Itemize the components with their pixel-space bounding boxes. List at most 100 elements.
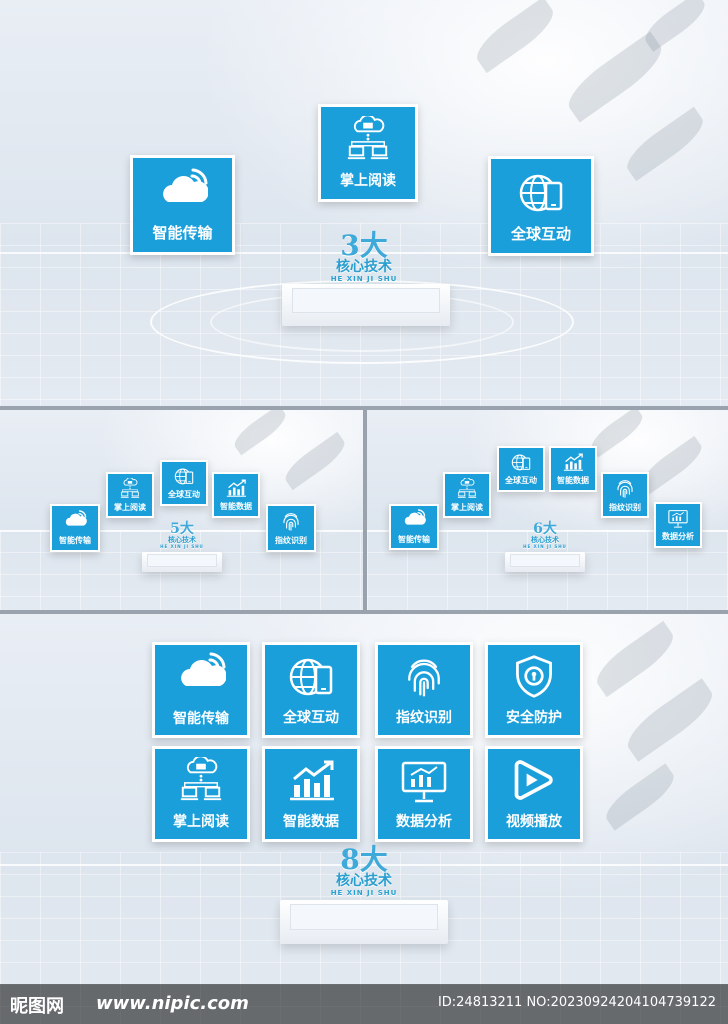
tile-label: 数据分析 (396, 814, 452, 830)
tile-label: 掌上阅读 (340, 173, 396, 189)
panel-6-tech: 智能传输 掌上阅读 全球互动 智能数据 指纹识别 数据分析 6大 核心技术 HE… (367, 410, 728, 610)
pedestal (282, 284, 450, 326)
cloud-book-icon (346, 116, 390, 160)
title-number: 5大 (170, 521, 194, 537)
tile-label: 掌上阅读 (451, 502, 483, 512)
tile-label: 全球互动 (510, 224, 571, 243)
divider (363, 410, 367, 610)
tile-label: 智能传输 (59, 536, 91, 545)
title-pinyin: HE XIN JI SHU (523, 543, 567, 549)
tile-global-interaction[interactable]: 全球互动 (488, 156, 594, 256)
title-pinyin: HE XIN JI SHU (330, 275, 398, 284)
section-title: 6大 核心技术 HE XIN JI SHU (513, 522, 577, 549)
tile-data-analysis[interactable]: 数据分析 (375, 746, 473, 842)
site-logo: 昵图网 (10, 996, 64, 1017)
tile-label: 智能数据 (557, 476, 589, 485)
leaf-shadow (599, 763, 681, 831)
cloud-wifi-icon (404, 509, 426, 526)
cloud-book-icon (120, 477, 140, 498)
tile-smart-data[interactable]: 智能数据 (549, 446, 597, 492)
tile-label: 掌上阅读 (173, 814, 229, 830)
fingerprint-icon (617, 480, 633, 498)
tile-smart-data[interactable]: 智能数据 (212, 472, 260, 518)
leaf-shadow (620, 106, 710, 182)
section-title: 5大 核心技术 HE XIN JI SHU (150, 522, 214, 549)
title-subtitle: 核心技术 (168, 535, 196, 544)
leaf-shadow (280, 431, 350, 491)
tile-label: 全球互动 (168, 490, 200, 499)
globe-phone-icon (289, 658, 333, 696)
site-url[interactable]: www.nipic.com (96, 993, 249, 1014)
tile-label: 智能数据 (283, 814, 339, 830)
tile-label: 智能传输 (398, 535, 430, 544)
tile-security[interactable]: 安全防护 (485, 642, 583, 738)
image-id: ID:24813211 NO:20230924204104739122 (437, 995, 716, 1010)
panel-5-tech: 智能传输 掌上阅读 全球互动 智能数据 指纹识别 5大 核心技术 HE XIN … (0, 410, 363, 610)
monitor-chart-icon (668, 510, 688, 528)
pedestal (280, 900, 448, 944)
globe-phone-icon (511, 454, 531, 471)
tile-label: 数据分析 (662, 532, 694, 541)
cloud-wifi-icon (179, 652, 226, 688)
monitor-chart-icon (401, 761, 447, 803)
tile-label: 掌上阅读 (114, 502, 146, 512)
bar-chart-icon (563, 453, 584, 471)
play-icon (514, 760, 553, 800)
tile-smart-transmission[interactable]: 智能传输 (152, 642, 250, 738)
tile-smart-transmission[interactable]: 智能传输 (130, 155, 235, 255)
tile-label: 智能传输 (152, 223, 213, 242)
tile-mobile-reading[interactable]: 掌上阅读 (443, 472, 491, 518)
cloud-book-icon (179, 757, 223, 801)
tile-smart-transmission[interactable]: 智能传输 (389, 504, 439, 550)
tile-global-interaction[interactable]: 全球互动 (160, 460, 208, 506)
tile-global-interaction[interactable]: 全球互动 (262, 642, 360, 738)
tile-label: 指纹识别 (275, 536, 307, 545)
tile-fingerprint[interactable]: 指纹识别 (266, 504, 316, 552)
tile-global-interaction[interactable]: 全球互动 (497, 446, 545, 492)
title-number: 3大 (340, 229, 388, 262)
leaf-shadow (639, 0, 711, 52)
tile-fingerprint[interactable]: 指纹识别 (375, 642, 473, 738)
horizon-line (0, 252, 728, 254)
tile-label: 视频播放 (506, 814, 562, 830)
title-pinyin: HE XIN JI SHU (330, 889, 398, 898)
section-title: 8大 核心技术 HE XIN JI SHU (300, 843, 428, 898)
tile-label: 智能传输 (173, 711, 229, 727)
divider (0, 406, 728, 410)
divider (0, 610, 728, 614)
title-number: 8大 (340, 843, 388, 876)
tile-label: 智能数据 (220, 502, 252, 511)
cloud-book-icon (457, 477, 477, 498)
leaf-shadow (589, 620, 681, 698)
bar-chart-icon (226, 479, 247, 497)
tile-smart-data[interactable]: 智能数据 (262, 746, 360, 842)
panel-8-tech: 智能传输 全球互动 指纹识别 安全防护 掌上阅读 智能数据 数据分析 视频播放 … (0, 614, 728, 1024)
tile-label: 全球互动 (505, 476, 537, 485)
globe-phone-icon (519, 174, 563, 211)
tile-fingerprint[interactable]: 指纹识别 (601, 472, 649, 518)
panel-3-tech: 智能传输 掌上阅读 全球互动 3大 核心技术 HE XIN JI SHU (0, 0, 728, 406)
tile-video-playback[interactable]: 视频播放 (485, 746, 583, 842)
tile-mobile-reading[interactable]: 掌上阅读 (318, 104, 418, 202)
title-subtitle: 核心技术 (336, 873, 392, 889)
platform-ring (150, 280, 574, 364)
tile-mobile-reading[interactable]: 掌上阅读 (152, 746, 250, 842)
cloud-wifi-icon (65, 510, 87, 527)
fingerprint-icon (283, 513, 299, 531)
fingerprint-icon (408, 659, 440, 697)
tile-smart-transmission[interactable]: 智能传输 (50, 504, 100, 552)
pedestal (142, 552, 222, 572)
leaf-shadow (229, 410, 291, 456)
watermark-bar: 昵图网 www.nipic.com ID:24813211 NO:2023092… (0, 984, 728, 1024)
globe-phone-icon (174, 468, 194, 485)
title-number: 6大 (533, 521, 557, 537)
leaf-shadow (619, 678, 721, 762)
tile-mobile-reading[interactable]: 掌上阅读 (106, 472, 154, 518)
section-title: 3大 核心技术 HE XIN JI SHU (300, 229, 428, 284)
tile-label: 安全防护 (506, 710, 562, 726)
horizon-line (0, 864, 728, 866)
tile-data-analysis[interactable]: 数据分析 (654, 502, 702, 548)
pedestal (505, 552, 585, 572)
title-subtitle: 核心技术 (336, 259, 392, 275)
bar-chart-icon (288, 760, 336, 801)
